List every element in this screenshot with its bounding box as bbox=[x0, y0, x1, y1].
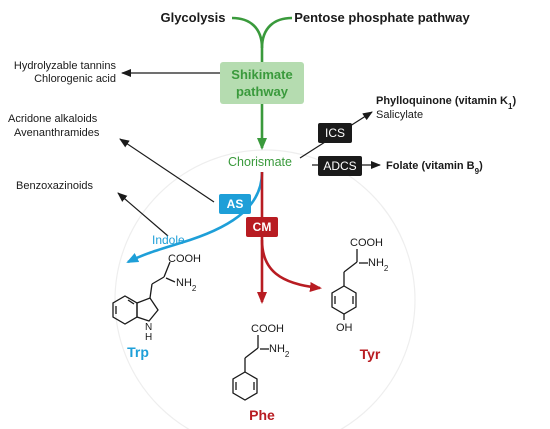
trp-nh2: NH2 bbox=[176, 277, 197, 293]
phylloquinone-label: Phylloquinone (vitamin K1) bbox=[376, 95, 516, 111]
acridone-alkaloids-label: Acridone alkaloids bbox=[8, 113, 98, 125]
phe-label: Phe bbox=[249, 407, 275, 423]
tyr-oh: OH bbox=[336, 322, 353, 334]
trp-h: H bbox=[145, 332, 152, 343]
phenylalanine-structure bbox=[232, 335, 269, 401]
pentose-phosphate-label: Pentose phosphate pathway bbox=[294, 10, 470, 25]
pentose-flow bbox=[260, 16, 293, 49]
indole-label: Indole bbox=[152, 233, 185, 247]
adcs-box bbox=[318, 156, 362, 176]
shikimate-box bbox=[220, 62, 304, 104]
tyr-nh2: NH2 bbox=[368, 257, 389, 273]
phe-cooh: COOH bbox=[251, 323, 284, 335]
tyrosine-structure bbox=[331, 249, 368, 320]
as-box bbox=[219, 194, 251, 214]
background-circle bbox=[114, 149, 416, 429]
tyr-label: Tyr bbox=[360, 346, 381, 362]
folate-label: Folate (vitamin B9) bbox=[386, 160, 483, 176]
cm-box bbox=[246, 217, 278, 237]
benzoxazinoids-arrow bbox=[117, 192, 169, 237]
phe-nh2: NH2 bbox=[269, 343, 290, 359]
trp-n: N bbox=[145, 322, 152, 333]
hydrolyzable-tannins-label: Hydrolyzable tannins bbox=[14, 60, 117, 72]
ics-box bbox=[318, 123, 352, 143]
shikimate-label-line1: Shikimate bbox=[231, 67, 292, 82]
as-branch-arrow bbox=[126, 171, 264, 264]
glycolysis-flow bbox=[231, 16, 264, 49]
trp-cooh: COOH bbox=[168, 253, 201, 265]
cm-label: CM bbox=[253, 220, 272, 234]
salicylate-label: Salicylate bbox=[376, 109, 423, 121]
shikimate-label-line2: pathway bbox=[236, 84, 289, 99]
glycolysis-label: Glycolysis bbox=[160, 10, 225, 25]
chorismate-label: Chorismate bbox=[228, 155, 292, 169]
ics-label: ICS bbox=[325, 126, 345, 140]
tyr-cooh: COOH bbox=[350, 237, 383, 249]
cm-to-tyr-arrow bbox=[260, 239, 322, 292]
avenanthramides-label: Avenanthramides bbox=[14, 127, 100, 139]
trp-label: Trp bbox=[127, 344, 149, 360]
chlorogenic-acid-label: Chlorogenic acid bbox=[34, 73, 116, 85]
adcs-label: ADCS bbox=[323, 159, 356, 173]
tryptophan-structure bbox=[112, 261, 176, 325]
as-label: AS bbox=[227, 197, 244, 211]
benzoxazinoids-label: Benzoxazinoids bbox=[16, 180, 94, 192]
acridone-arrow bbox=[119, 138, 215, 203]
